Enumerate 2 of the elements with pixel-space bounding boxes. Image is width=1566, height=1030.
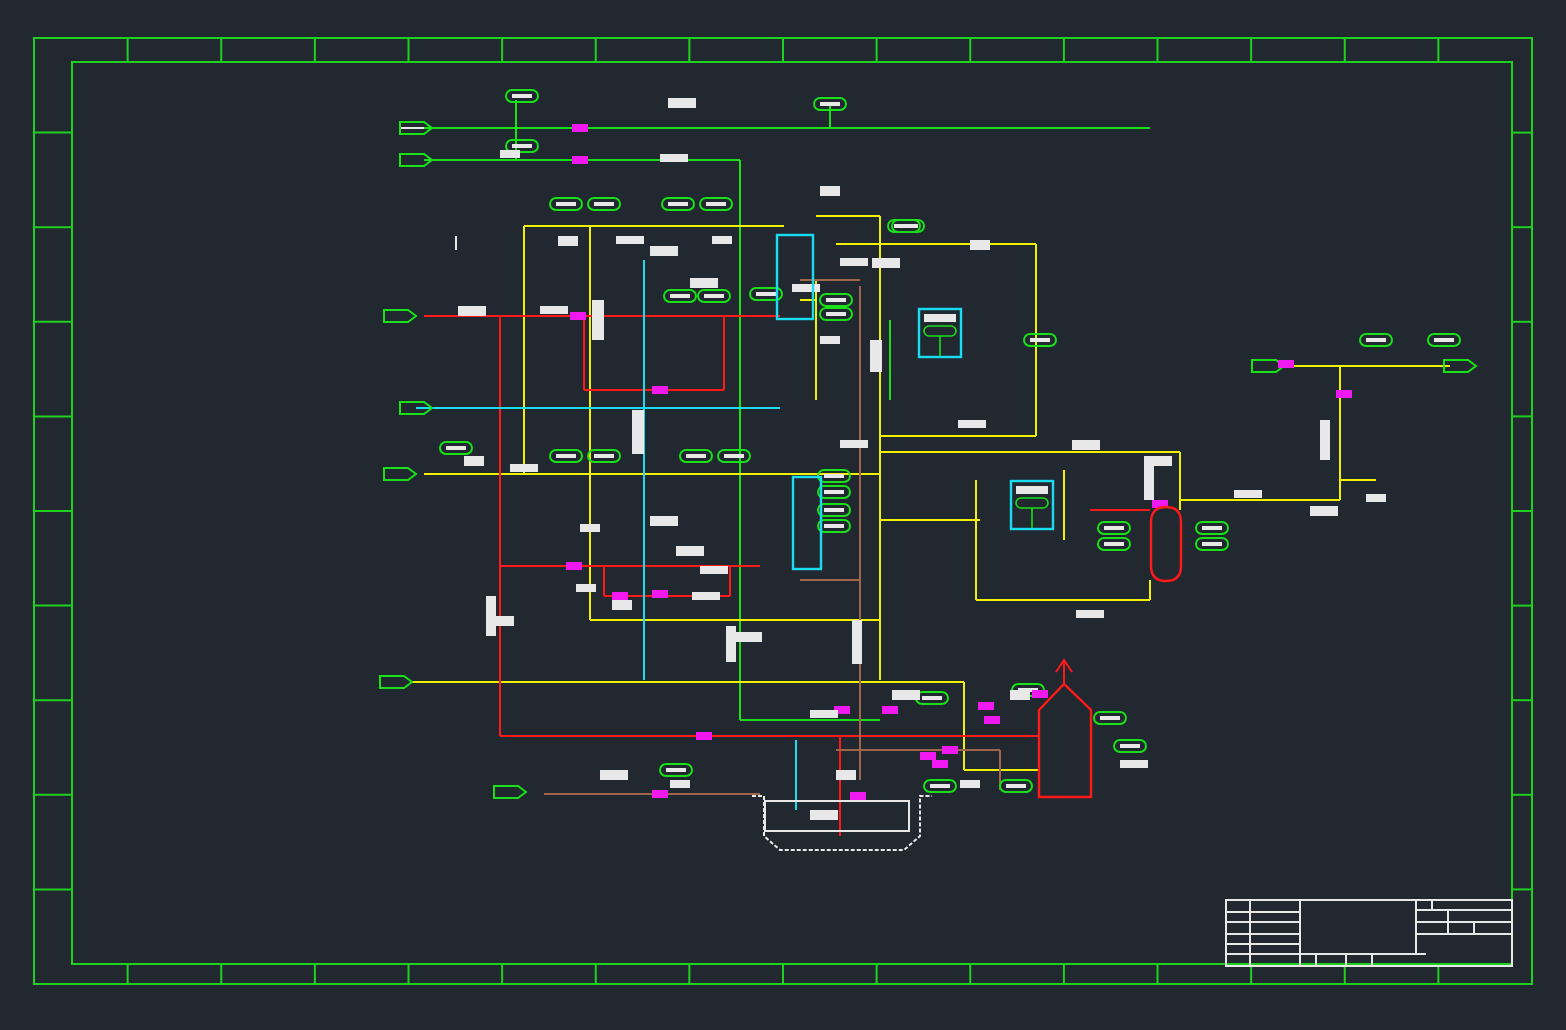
instrument-panel bbox=[1010, 480, 1054, 530]
instrument-panel bbox=[918, 308, 962, 358]
